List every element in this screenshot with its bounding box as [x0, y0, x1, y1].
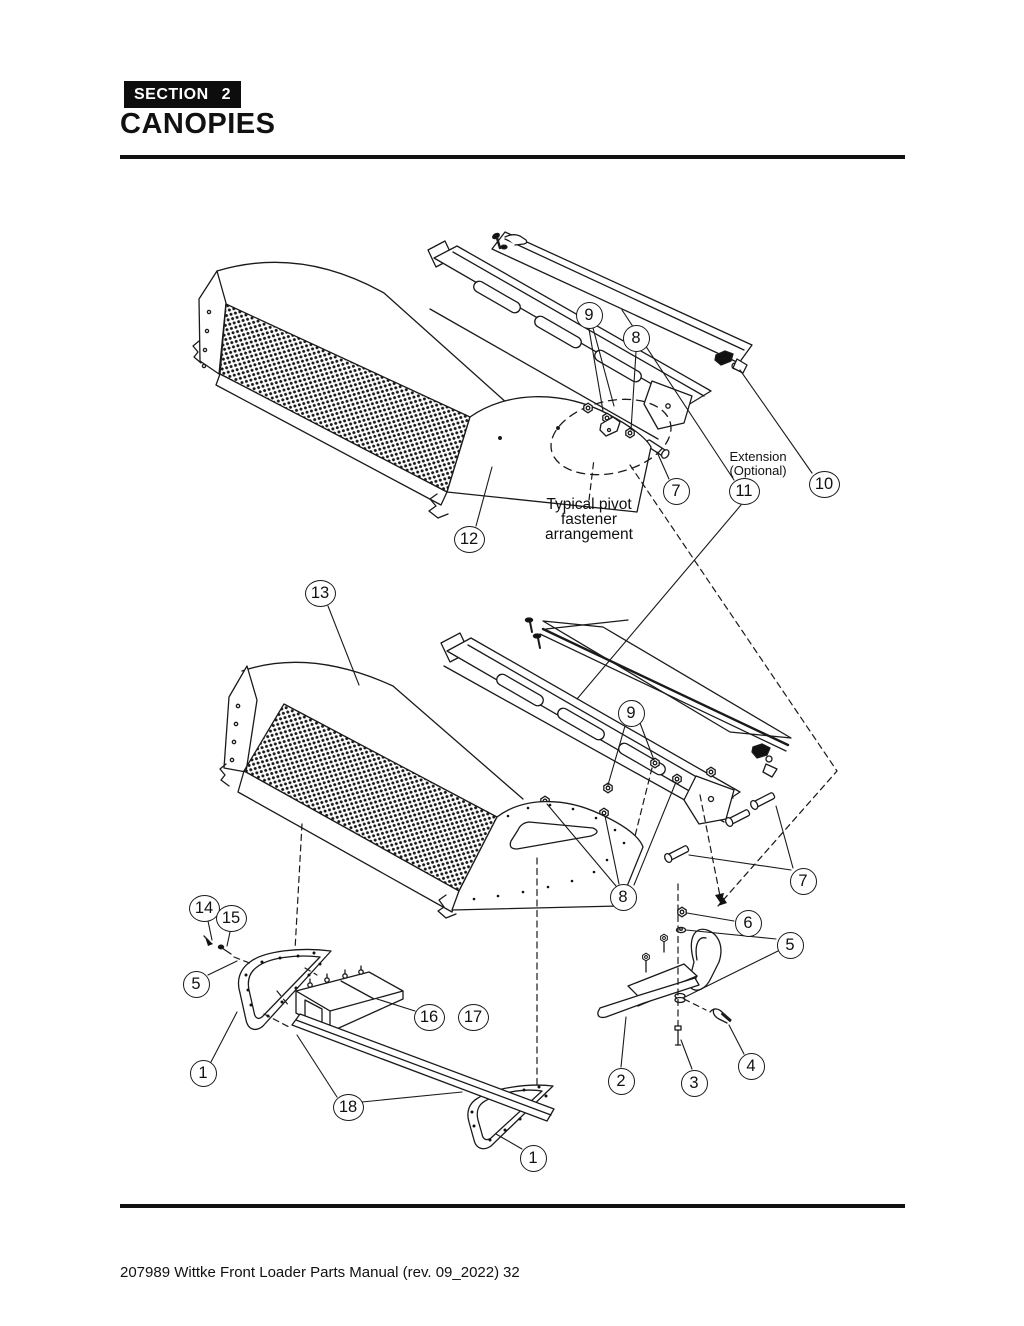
screw-hardware-items14-15	[203, 935, 232, 955]
annotation-line: Extension	[729, 449, 787, 464]
callout-10: 10	[808, 470, 840, 498]
callout-8-upper: 8	[622, 324, 650, 352]
annotation-line: (Optional)	[729, 462, 787, 478]
latch-top-right	[714, 350, 748, 374]
bracket-studs	[307, 965, 364, 988]
support-arm-assembly	[597, 906, 732, 1046]
callout-15: 15	[215, 904, 247, 932]
pivot-detail	[550, 398, 672, 476]
rivets	[472, 803, 626, 901]
callout-5-right: 5	[776, 931, 804, 959]
annotation-line: fastener	[560, 511, 618, 528]
callout-13: 13	[304, 579, 336, 607]
callout-12: 12	[453, 525, 485, 553]
callout-14: 14	[188, 894, 220, 922]
latch-pins-middle-left	[524, 617, 542, 649]
callout-9-upper: 9	[575, 301, 603, 329]
callout-6: 6	[734, 909, 762, 937]
callout-11: 11	[728, 477, 760, 505]
callout-16: 16	[413, 1003, 445, 1031]
annotation-line: arrangement	[545, 526, 633, 543]
callout-7-upper: 7	[662, 477, 690, 505]
callout-1-left: 1	[189, 1059, 217, 1087]
page-title: CANOPIES	[120, 108, 276, 140]
typical-pivot-annotation: Typical pivot fastener arrangement	[545, 496, 633, 543]
callout-7-lower: 7	[789, 867, 817, 895]
footer-rule	[120, 1204, 905, 1208]
detail-ellipse	[550, 398, 672, 476]
extension-panel-top	[491, 231, 753, 374]
latch-middle-right	[751, 743, 778, 778]
callout-8-lower: 8	[609, 883, 637, 911]
footer-page-number: 32	[503, 1264, 520, 1281]
side-skirt-top	[446, 396, 652, 513]
skirt-window	[509, 821, 598, 850]
callout-17: 17	[457, 1003, 489, 1031]
leader-lines	[207, 309, 813, 1150]
callout-1-bottom: 1	[519, 1144, 547, 1172]
latch-pin-top-left	[492, 232, 528, 250]
canopy-top-assembly	[192, 261, 652, 519]
mounting-rail-top	[427, 240, 712, 461]
callout-5-left: 5	[182, 970, 210, 998]
cotter-pin-item4	[709, 1008, 732, 1024]
assembly-dash-lines	[233, 458, 838, 1087]
header-rule	[120, 155, 905, 159]
callout-2: 2	[607, 1067, 635, 1095]
footer-manual-reference: 207989 Wittke Front Loader Parts Manual …	[120, 1264, 500, 1281]
extension-optional-annotation: Extension (Optional)	[729, 450, 786, 477]
annotation-line: Typical pivot	[546, 496, 632, 513]
mounting-rail-middle	[440, 632, 777, 865]
bolt-item3	[674, 1025, 682, 1046]
angle-rail	[291, 1013, 555, 1122]
canopy-middle-assembly	[219, 661, 644, 919]
callout-3: 3	[680, 1069, 708, 1097]
callout-18: 18	[332, 1093, 364, 1121]
section-badge: SECTION 2	[124, 81, 241, 108]
extension-panel-middle	[524, 617, 792, 778]
callout-9-lower: 9	[617, 699, 645, 727]
callout-4: 4	[737, 1052, 765, 1080]
nut-item6	[677, 906, 687, 918]
